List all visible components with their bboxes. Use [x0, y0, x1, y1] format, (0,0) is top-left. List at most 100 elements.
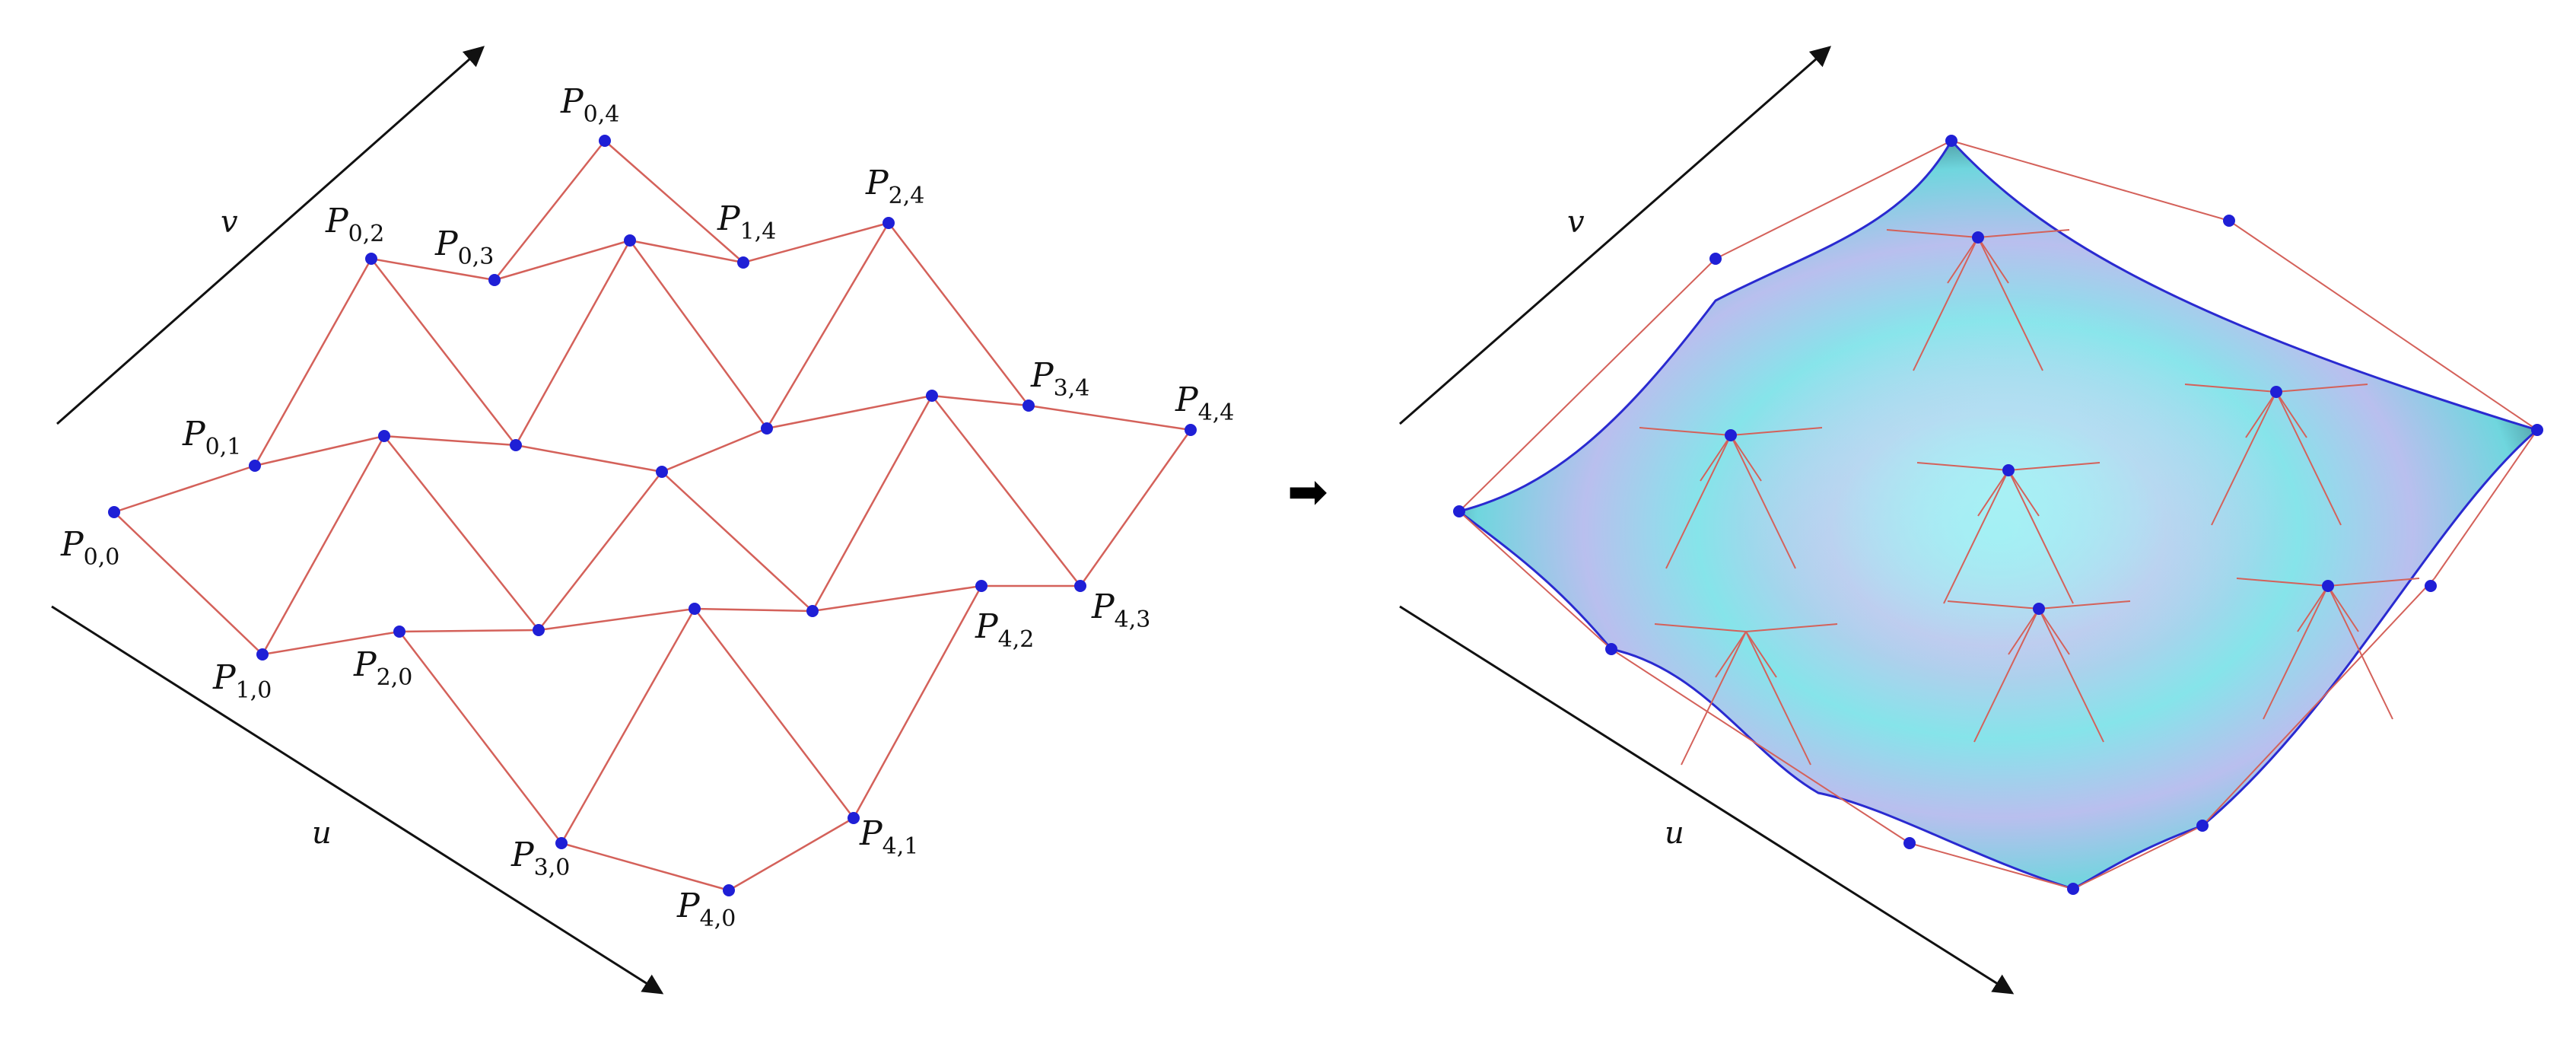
left-net-edge-u — [766, 394, 933, 430]
left-control-point-3-1 — [689, 603, 701, 615]
right-fan-5-spoke-5 — [2327, 585, 2359, 632]
left-net-edge-v — [931, 394, 1029, 407]
left-control-point-4-2 — [975, 580, 987, 592]
right-boundary-net-edge — [1611, 648, 1910, 844]
right-fan-4-spoke-3 — [2038, 608, 2104, 743]
left-control-point-2-4 — [883, 217, 895, 229]
left-net-edge-v — [399, 629, 539, 633]
right-boundary-net-edge — [1909, 842, 2074, 890]
right-fan-3-spoke-1 — [2008, 462, 2101, 471]
left-control-point-1-3 — [624, 234, 636, 247]
left-net-edge-v — [494, 140, 606, 281]
left-control-point-1-4 — [737, 256, 749, 269]
left-net-edge-u — [743, 221, 889, 264]
right-fan-2-spoke-1 — [2275, 384, 2368, 393]
left-control-point-0-2 — [365, 253, 377, 265]
right-control-point-1 — [1709, 253, 1722, 265]
right-fan-2-spoke-0 — [2184, 384, 2277, 393]
left-control-point-0-1 — [249, 460, 261, 472]
right-boundary-net-edge — [1951, 140, 2230, 221]
right-boundary-net-edge — [2072, 825, 2203, 890]
right-fan-3-spoke-3 — [2008, 470, 2074, 604]
left-control-point-1-0 — [256, 648, 269, 661]
left-net-edge-u — [254, 435, 385, 467]
left-net-edge-u — [113, 511, 263, 655]
right-fan-5-spoke-0 — [2236, 578, 2329, 587]
right-fan-0-spoke-1 — [1730, 427, 1823, 436]
left-control-point-3-0 — [555, 837, 568, 849]
label-p03: P0,3 — [434, 224, 494, 270]
u-axis-label: u — [312, 816, 332, 851]
right-fan-3-spoke-4 — [1977, 470, 2009, 517]
right-control-point-12 — [2425, 580, 2437, 592]
left-net-edge-v — [261, 435, 386, 655]
left-net-edge-v — [852, 585, 983, 819]
right-fan-3-spoke-5 — [2008, 470, 2040, 517]
left-control-point-2-3 — [761, 422, 773, 435]
label-p24: P2,4 — [865, 164, 924, 209]
right-fan-5-spoke-3 — [2327, 585, 2393, 720]
label-p42: P4,2 — [975, 607, 1034, 653]
left-net-edge-u — [694, 608, 854, 819]
right-fan-2-spoke-3 — [2275, 391, 2342, 526]
right-fan-4-spoke-0 — [1947, 600, 2040, 610]
right-fan-2-spoke-5 — [2275, 391, 2307, 438]
right-fan-1-spoke-1 — [1977, 229, 2070, 238]
left-control-point-3-2 — [806, 605, 819, 617]
right-fan-5-spoke-1 — [2327, 578, 2420, 587]
v-axis-arrow — [56, 46, 485, 425]
label-p04: P0,4 — [560, 82, 619, 128]
right-control-point-3 — [2223, 215, 2235, 227]
label-p30: P3,0 — [510, 836, 570, 881]
left-net-edge-v — [629, 239, 744, 264]
v-axis-label-right: v — [1567, 205, 1585, 240]
label-p00: P0,0 — [60, 525, 119, 571]
left-control-point-3-3 — [926, 390, 938, 402]
u-axis-label-right: u — [1665, 816, 1684, 851]
control-points — [108, 135, 1197, 896]
left-net-edge-u — [661, 471, 813, 612]
left-net-edge-v — [253, 258, 373, 466]
right-fan-2-spoke-2 — [2211, 391, 2277, 526]
left-panel: v u P0,0 P0,1 P0,2 P0,3 P0,4 P1,0 — [51, 46, 1234, 995]
left-net-edge-v — [370, 257, 495, 282]
right-control-point-13 — [1903, 837, 1916, 849]
right-control-point-5 — [1605, 643, 1617, 655]
left-control-point-2-0 — [393, 626, 405, 638]
right-fan-6-spoke-3 — [1745, 631, 1811, 766]
u-axis-arrow — [51, 605, 664, 995]
right-control-point-0 — [1453, 505, 1465, 517]
point-labels: P0,0 P0,1 P0,2 P0,3 P0,4 P1,0 P1,4 P2,0 — [60, 82, 1234, 932]
label-p43: P4,3 — [1091, 587, 1150, 633]
right-control-point-11 — [2322, 580, 2334, 592]
right-boundary-net-edge — [1458, 258, 1716, 512]
right-control-point-9 — [2002, 464, 2015, 476]
left-control-point-0-4 — [599, 135, 611, 147]
left-control-point-4-1 — [848, 812, 860, 824]
left-net-edge-v — [765, 222, 890, 429]
right-fan-1-spoke-3 — [1977, 237, 2043, 371]
right-fan-1-spoke-2 — [1913, 237, 1979, 371]
right-fan-0-spoke-4 — [1700, 435, 1732, 482]
right-fan-3-spoke-2 — [1943, 470, 2009, 604]
projected-control-net — [1458, 140, 2538, 890]
right-fan-1-spoke-0 — [1886, 229, 1979, 238]
right-fan-0-spoke-3 — [1730, 435, 1796, 569]
left-control-point-2-1 — [533, 624, 545, 636]
right-control-point-10 — [2033, 603, 2045, 615]
left-control-point-0-0 — [108, 506, 120, 518]
label-p14: P1,4 — [717, 199, 776, 245]
right-fan-0-spoke-2 — [1665, 435, 1732, 569]
right-fan-5-spoke-2 — [2263, 585, 2329, 720]
left-net-edge-v — [728, 817, 854, 892]
right-boundary-net-edge — [2202, 578, 2435, 826]
left-net-edge-u — [888, 222, 1029, 406]
left-control-point-2-2 — [656, 466, 668, 478]
right-fan-5-spoke-4 — [2297, 585, 2329, 632]
label-p44: P4,4 — [1175, 380, 1234, 426]
right-boundary-net-edge — [2434, 429, 2538, 579]
left-net-edge-u — [262, 630, 400, 656]
right-fan-4-spoke-4 — [2008, 608, 2040, 655]
right-control-point-7 — [1972, 231, 1984, 244]
